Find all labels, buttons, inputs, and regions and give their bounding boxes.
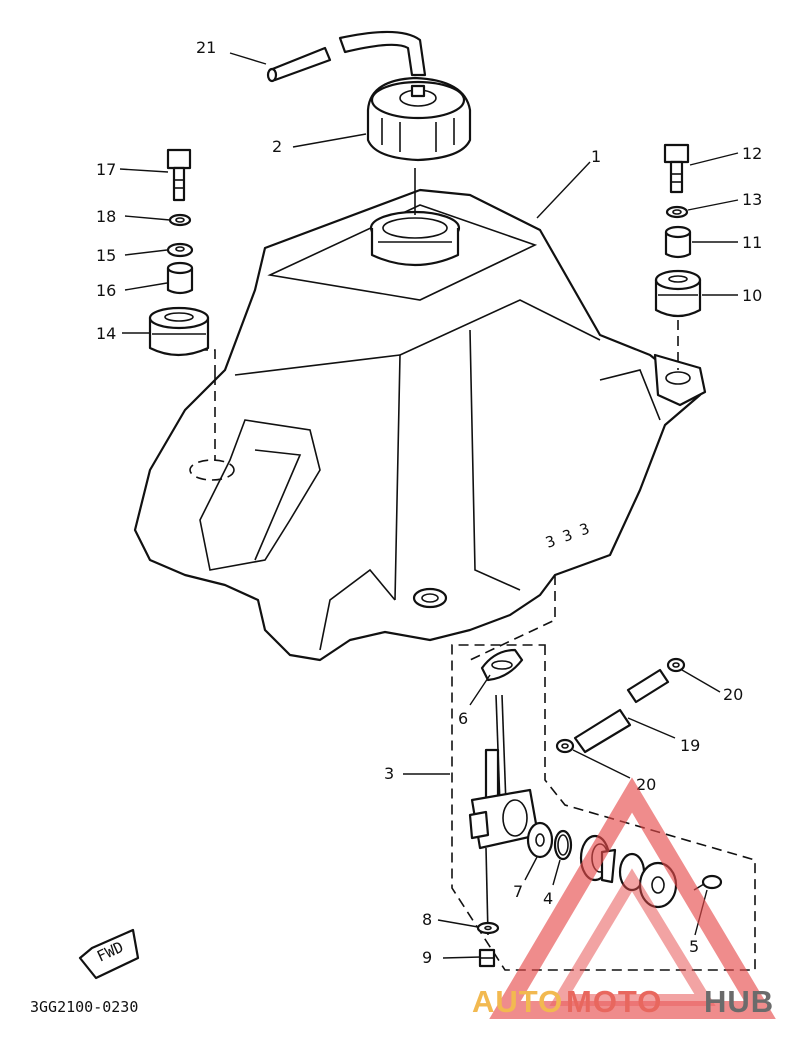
leader-7 (524, 856, 538, 881)
leader-13 (687, 199, 739, 211)
part-label-7: 7 (513, 882, 523, 901)
part-label-18: 18 (96, 207, 116, 226)
fuel-tank: 3 3 3 (133, 188, 707, 662)
figure-code: 3GG2100-0230 (30, 998, 138, 1016)
drain-screw-9 (478, 948, 496, 968)
leader-17 (119, 168, 169, 173)
leader-2 (292, 133, 367, 148)
hose-clip-20a (666, 657, 686, 673)
part-label-4: 4 (543, 889, 553, 908)
leader-9 (442, 956, 482, 959)
leader-19 (627, 717, 676, 739)
guide-line-left (182, 349, 216, 375)
washer-13 (665, 205, 689, 219)
o-ring-4 (553, 829, 573, 861)
leader-12 (689, 152, 739, 166)
fwd-arrow-icon: FWD (78, 928, 140, 980)
fuel-hose-19 (573, 668, 670, 754)
washer-7 (526, 821, 554, 859)
bolt-17 (166, 148, 192, 202)
part-label-1: 1 (591, 147, 601, 166)
petcock-group-outline (451, 644, 756, 971)
part-label-13: 13 (742, 190, 762, 209)
part-label-5: 5 (689, 937, 699, 956)
watermark-text-moto: MOTO (566, 984, 662, 1019)
hose-clip-20b (555, 738, 575, 754)
part-label-2: 2 (272, 137, 282, 156)
part-label-21: 21 (196, 38, 216, 57)
fuel-cap (366, 76, 472, 162)
collar-11 (664, 225, 692, 259)
part-label-14: 14 (96, 324, 116, 343)
part-label-10: 10 (742, 286, 762, 305)
part-label-11: 11 (742, 233, 762, 252)
leader-8 (437, 919, 479, 928)
leader-16 (124, 282, 168, 291)
leader-4 (552, 859, 561, 886)
part-label-20a: 20 (723, 685, 743, 704)
part-label-8: 8 (422, 910, 432, 929)
part-label-9: 9 (422, 948, 432, 967)
petcock-gasket-6 (480, 648, 524, 682)
washer-15 (166, 242, 194, 258)
watermark-text-hub: HUB (704, 984, 774, 1019)
part-label-12: 12 (742, 144, 762, 163)
part-label-17: 17 (96, 160, 116, 179)
part-label-20b: 20 (636, 775, 656, 794)
leader-18 (124, 215, 171, 221)
leader-20a (681, 669, 721, 693)
collar-16 (166, 261, 194, 295)
part-label-19: 19 (680, 736, 700, 755)
watermark-logo (489, 777, 776, 1019)
leader-6 (469, 674, 491, 706)
part-label-15: 15 (96, 246, 116, 265)
part-label-6: 6 (458, 709, 468, 728)
leader-21 (229, 52, 267, 65)
damper-14 (148, 306, 210, 357)
petcock-body (468, 694, 540, 936)
part-label-3: 3 (384, 764, 394, 783)
breather-hose (266, 30, 427, 83)
drain-washer-8 (476, 921, 500, 935)
screw-5 (693, 874, 723, 891)
leader-20b (572, 749, 631, 779)
watermark-inner-triangle-icon (549, 868, 716, 1006)
damper-10 (654, 269, 702, 318)
watermark-text-auto: AUTO (472, 984, 563, 1019)
washer-18 (168, 213, 192, 227)
watermark-triangle-icon (489, 777, 776, 1019)
leader-1 (536, 161, 591, 219)
bolt-12 (663, 143, 690, 194)
part-label-16: 16 (96, 281, 116, 300)
leader-15 (124, 249, 168, 256)
